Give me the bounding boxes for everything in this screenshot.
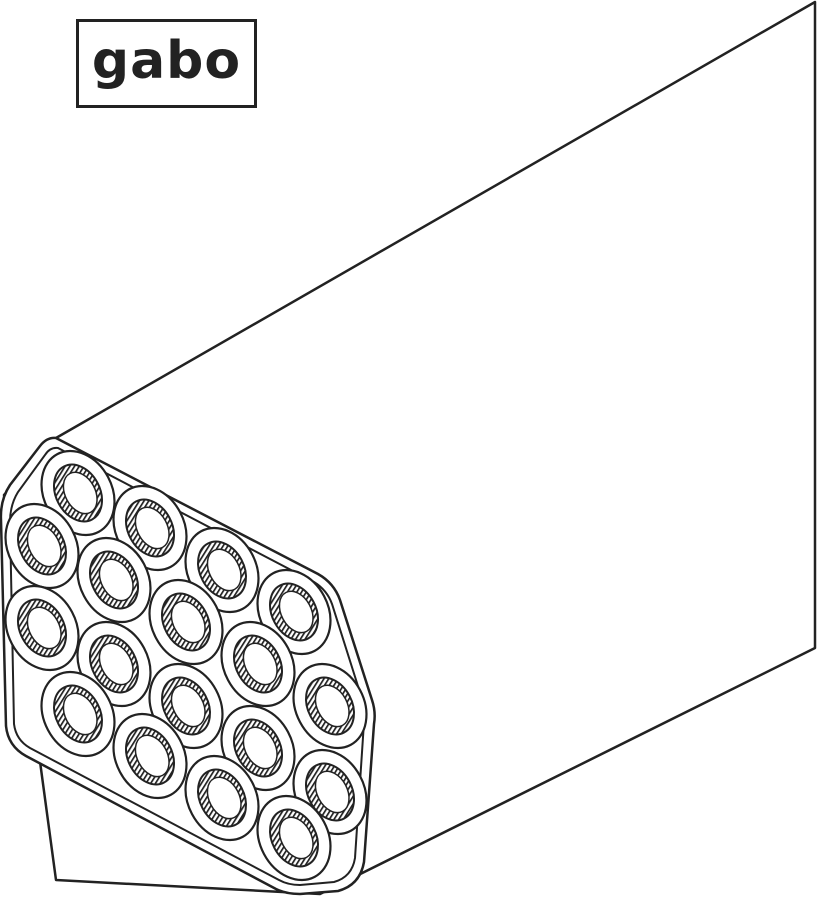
tube-core (278, 590, 314, 634)
tube (184, 754, 260, 842)
tube-core (314, 684, 350, 728)
tube-core (62, 471, 98, 515)
tube (40, 670, 116, 758)
tube-core (134, 506, 170, 550)
tube (40, 449, 116, 537)
logo-text: gabo (91, 30, 242, 91)
tube-core (98, 558, 134, 602)
tube (76, 536, 152, 624)
tube (256, 794, 332, 882)
tube-core (98, 642, 134, 686)
gabo-logo: gabo (76, 19, 257, 108)
tube (220, 620, 296, 708)
tube-core (62, 692, 98, 736)
tube-core (206, 776, 242, 820)
tube-core (26, 524, 62, 568)
tube-core (242, 726, 278, 770)
tube (148, 578, 224, 666)
tube-core (134, 734, 170, 778)
tube-core (206, 548, 242, 592)
tube (292, 662, 368, 750)
tube-core (278, 816, 314, 860)
tube-group (4, 449, 368, 882)
tube (4, 502, 80, 590)
tube (112, 712, 188, 800)
tube-core (170, 600, 206, 644)
tube-core (170, 684, 206, 728)
tube-core (314, 770, 350, 814)
tube-core (242, 642, 278, 686)
tube (4, 584, 80, 672)
tube-core (26, 606, 62, 650)
